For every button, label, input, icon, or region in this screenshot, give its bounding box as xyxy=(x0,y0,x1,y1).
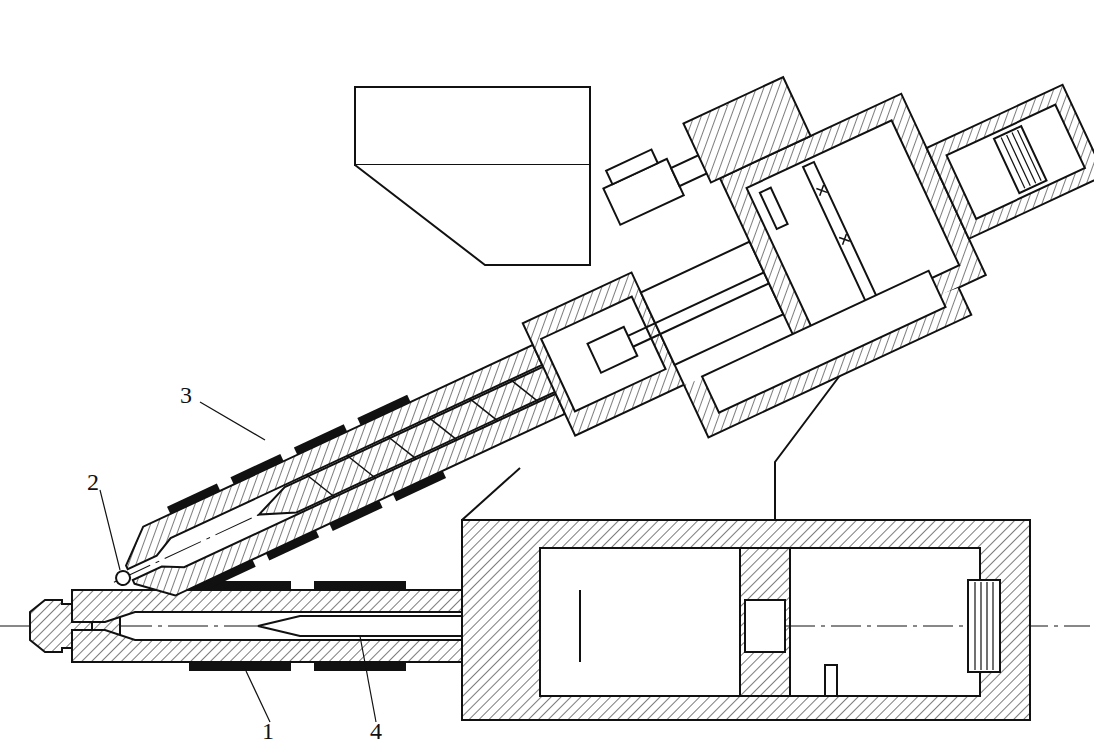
callout-number: 4 xyxy=(370,719,382,743)
callout-number: 3 xyxy=(180,383,192,407)
callout-number: 2 xyxy=(87,470,99,494)
callout-number: 1 xyxy=(262,719,274,743)
